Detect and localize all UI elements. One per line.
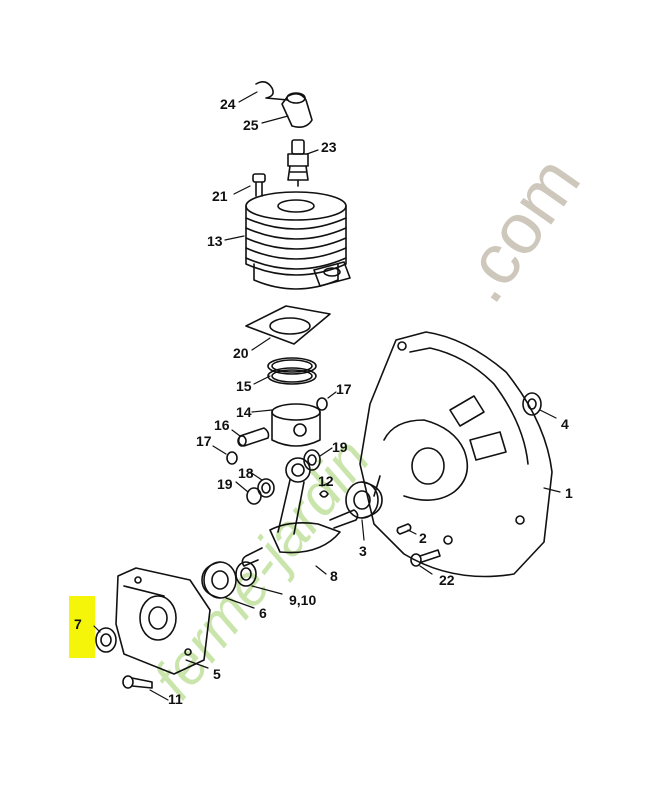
label-part-2: 2 (419, 530, 427, 546)
label-part-3: 3 (359, 543, 367, 559)
label-part-9-10: 9,10 (289, 592, 317, 608)
ball-bearing-left (201, 561, 237, 599)
label-part-5: 5 (213, 666, 221, 682)
label-part-25: 25 (243, 117, 259, 133)
label-part-14: 14 (236, 404, 252, 420)
label-part-1: 1 (565, 485, 573, 501)
small-end-bearing (257, 478, 275, 498)
label-part-7: 7 (74, 616, 82, 632)
cylinder-gasket (245, 305, 331, 345)
label-part-21: 21 (212, 188, 228, 204)
washer-9-10 (235, 561, 257, 587)
label-part-22: 22 (439, 572, 455, 588)
crankcase-screw (122, 675, 153, 689)
spark-plug-boot (255, 80, 313, 128)
label-part-8: 8 (330, 568, 338, 584)
piston-pin-clip-lower (226, 451, 238, 465)
needle-cage-left (246, 487, 262, 505)
label-part-13: 13 (207, 233, 223, 249)
label-part-19-right: 19 (332, 439, 348, 455)
label-part-17-upper: 17 (336, 381, 352, 397)
spark-plug (287, 139, 309, 187)
dowel-pin (396, 523, 412, 535)
label-part-4: 4 (561, 416, 569, 432)
piston-pin-clip-upper (316, 397, 328, 411)
crankcase-main (359, 331, 553, 578)
crankshaft (241, 457, 359, 567)
label-part-23: 23 (321, 139, 337, 155)
label-part-19-left: 19 (217, 476, 233, 492)
piston-rings (267, 357, 317, 385)
woodruff-key (319, 490, 329, 498)
label-part-17-lower: 17 (196, 433, 212, 449)
highlight-part-7 (69, 596, 95, 658)
oil-seal (95, 627, 117, 653)
label-part-15: 15 (236, 378, 252, 394)
piston (271, 403, 321, 447)
label-part-12: 12 (318, 473, 334, 489)
crankcase-bolt (410, 549, 441, 567)
oil-seal-right (522, 392, 542, 416)
label-part-6: 6 (259, 605, 267, 621)
piston-pin (237, 427, 270, 447)
label-part-20: 20 (233, 345, 249, 361)
label-part-18: 18 (238, 465, 254, 481)
label-part-11: 11 (168, 691, 183, 707)
cylinder (245, 191, 351, 290)
cylinder-screw (252, 173, 266, 197)
needle-cage-right (303, 449, 321, 471)
label-part-24: 24 (220, 96, 236, 112)
crankcase-half (115, 567, 211, 675)
label-part-16: 16 (214, 417, 230, 433)
